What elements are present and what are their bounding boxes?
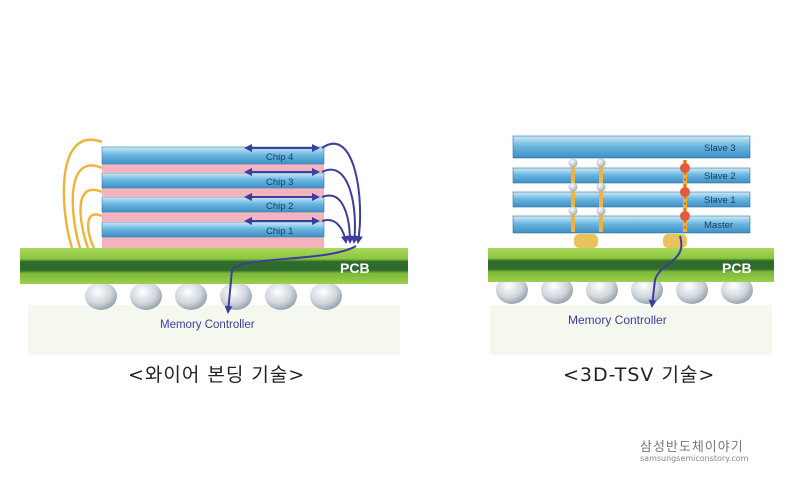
right-solder-balls xyxy=(496,276,753,304)
micro-bump xyxy=(596,182,606,192)
brand-url: samsungsemiconstory.com xyxy=(640,454,749,463)
wire-loop-arrow xyxy=(321,219,349,244)
solder-ball xyxy=(175,282,207,310)
wire-bonding-diagram: Chip 4 Chip 3 Chip 2 Chip 1 PCB Memory C… xyxy=(20,138,408,355)
master-bump xyxy=(663,234,687,248)
micro-bump xyxy=(568,206,578,216)
micro-bump xyxy=(596,206,606,216)
wire-loop-arrow xyxy=(321,194,354,244)
left-pcb-board xyxy=(20,248,408,284)
bonding-wires xyxy=(62,138,103,249)
wire-bonding-signal-arrows xyxy=(224,142,363,314)
left-solder-balls xyxy=(85,282,342,310)
solder-ball xyxy=(220,282,252,310)
slave-3-die xyxy=(512,135,751,159)
master-label: Master xyxy=(704,220,733,231)
chip-3-label: Chip 3 xyxy=(266,177,293,188)
chip-2-label: Chip 2 xyxy=(266,201,293,212)
left-reflection xyxy=(28,305,400,355)
solder-ball xyxy=(85,282,117,310)
spacer-layer xyxy=(102,212,324,222)
spacer-layer xyxy=(102,164,324,173)
solder-ball xyxy=(676,276,708,304)
chip-1-label: Chip 1 xyxy=(266,226,293,237)
interposer-layer xyxy=(102,236,324,248)
slave-2-label: Slave 2 xyxy=(704,171,736,182)
tsv-via xyxy=(571,160,575,232)
right-reflection xyxy=(490,305,772,355)
tsv-vias xyxy=(568,158,690,232)
brand-title: 삼성반도체이야기 xyxy=(640,440,744,455)
controller-link-arrow xyxy=(224,245,357,314)
bonding-wire xyxy=(71,164,103,249)
tsv-controller-arrow xyxy=(648,235,683,308)
chip-4-label: Chip 4 xyxy=(266,152,293,163)
master-bump xyxy=(574,234,598,248)
left-pcb-label: PCB xyxy=(340,260,370,276)
tsv-diagram: Slave 3 Slave 2 Slave 1 Master PCB Memor… xyxy=(488,135,774,355)
bonding-wire xyxy=(87,213,103,249)
solder-ball xyxy=(496,276,528,304)
tsv-caption: <3D-TSV 기술> xyxy=(563,364,716,386)
left-memory-controller-label: Memory Controller xyxy=(160,319,255,331)
solder-ball xyxy=(541,276,573,304)
solder-ball xyxy=(721,276,753,304)
solder-ball xyxy=(130,282,162,310)
micro-bump xyxy=(568,182,578,192)
solder-ball xyxy=(265,282,297,310)
micro-bump xyxy=(596,158,606,168)
bonding-wire xyxy=(79,188,103,249)
right-memory-controller-label: Memory Controller xyxy=(568,313,667,327)
right-pcb-board xyxy=(488,248,774,282)
micro-bump xyxy=(568,158,578,168)
tsv-via xyxy=(599,160,603,232)
slave-1-label: Slave 1 xyxy=(704,195,736,206)
right-pcb-label: PCB xyxy=(722,260,752,276)
wire-bonding-caption: <와이어 본딩 기술> xyxy=(128,364,306,386)
slave-3-label: Slave 3 xyxy=(704,143,736,154)
wire-loop-arrow xyxy=(321,142,363,244)
solder-ball xyxy=(310,282,342,310)
die-stack: Slave 3 Slave 2 Slave 1 Master xyxy=(512,135,751,234)
spacer-layer xyxy=(102,188,324,197)
bonding-wire xyxy=(62,138,103,249)
wire-loop-arrow xyxy=(321,168,359,244)
solder-ball xyxy=(586,276,618,304)
